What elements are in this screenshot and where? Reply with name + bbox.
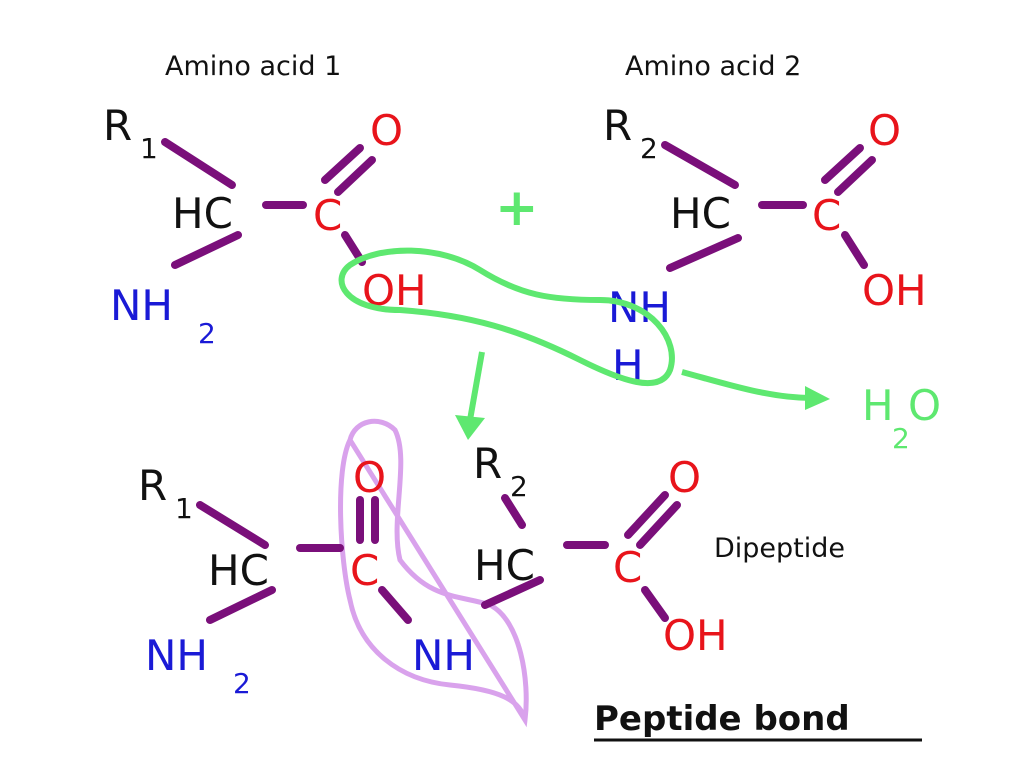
bond bbox=[661, 141, 739, 189]
water-subscript: 2 bbox=[892, 422, 910, 455]
amino-subscript: 2 bbox=[198, 317, 216, 350]
oxygen: O bbox=[370, 106, 403, 155]
arrow-to-dipeptide bbox=[467, 351, 485, 421]
double-bond bbox=[624, 491, 669, 539]
bond bbox=[196, 501, 269, 549]
double-bond bbox=[321, 144, 364, 184]
r-subscript: 1 bbox=[175, 492, 193, 525]
alpha-carbon: HC bbox=[474, 541, 535, 590]
double-bond bbox=[834, 156, 876, 196]
carbonyl-carbon: C bbox=[350, 546, 379, 595]
bond bbox=[501, 494, 526, 529]
bond bbox=[841, 231, 868, 269]
hydroxyl: OH bbox=[663, 611, 728, 660]
bond bbox=[171, 231, 242, 269]
r-subscript: 1 bbox=[140, 132, 158, 165]
amino-group: NH bbox=[145, 631, 208, 680]
oxygen: O bbox=[353, 453, 386, 502]
carbonyl-carbon: C bbox=[613, 543, 642, 592]
dipeptide-label: Dipeptide bbox=[714, 533, 845, 564]
water-elimination-loop bbox=[338, 247, 675, 387]
amino-acid-1: R 1 HC C O OH NH 2 bbox=[103, 101, 427, 350]
alpha-carbon: HC bbox=[670, 189, 731, 238]
double-bond bbox=[636, 501, 681, 549]
hydroxyl: OH bbox=[862, 266, 927, 315]
carbonyl-carbon: C bbox=[313, 191, 342, 240]
r-group: R bbox=[603, 101, 632, 150]
bond bbox=[481, 576, 544, 609]
dipeptide: R 1 HC C O NH NH 2 R 2 HC C O OH bbox=[138, 418, 728, 728]
r-subscript: 2 bbox=[640, 132, 658, 165]
r-subscript: 2 bbox=[510, 470, 528, 503]
water-h: H bbox=[862, 381, 894, 430]
title-amino-acid-1: Amino acid 1 bbox=[165, 51, 341, 82]
oxygen: O bbox=[868, 106, 901, 155]
amino-acid-2: R 2 HC C O OH NH H bbox=[603, 101, 927, 390]
r-group: R bbox=[138, 461, 167, 510]
alpha-carbon: HC bbox=[208, 546, 269, 595]
amino-subscript: 2 bbox=[233, 667, 251, 700]
double-bond bbox=[821, 144, 864, 184]
title-amino-acid-2: Amino acid 2 bbox=[625, 51, 801, 82]
bond bbox=[378, 586, 412, 624]
arrow-head-icon bbox=[805, 386, 830, 410]
peptide-n-h: NH bbox=[412, 631, 475, 680]
double-bond bbox=[334, 156, 376, 196]
amino-group: NH bbox=[110, 281, 173, 330]
plus-sign: + bbox=[495, 178, 539, 238]
carbonyl-carbon: C bbox=[812, 191, 841, 240]
water-o: O bbox=[908, 381, 941, 430]
oxygen: O bbox=[668, 453, 701, 502]
peptide-bond-highlight bbox=[338, 418, 529, 728]
r-group: R bbox=[103, 101, 132, 150]
alpha-carbon: HC bbox=[172, 189, 233, 238]
arrow-to-water bbox=[681, 369, 813, 401]
bond bbox=[641, 586, 669, 622]
bond bbox=[666, 234, 742, 272]
peptide-bond-label: Peptide bond bbox=[594, 699, 850, 739]
bond bbox=[161, 138, 236, 189]
r-group: R bbox=[473, 439, 502, 488]
arrow-head-icon bbox=[455, 415, 485, 440]
bond bbox=[206, 586, 276, 624]
